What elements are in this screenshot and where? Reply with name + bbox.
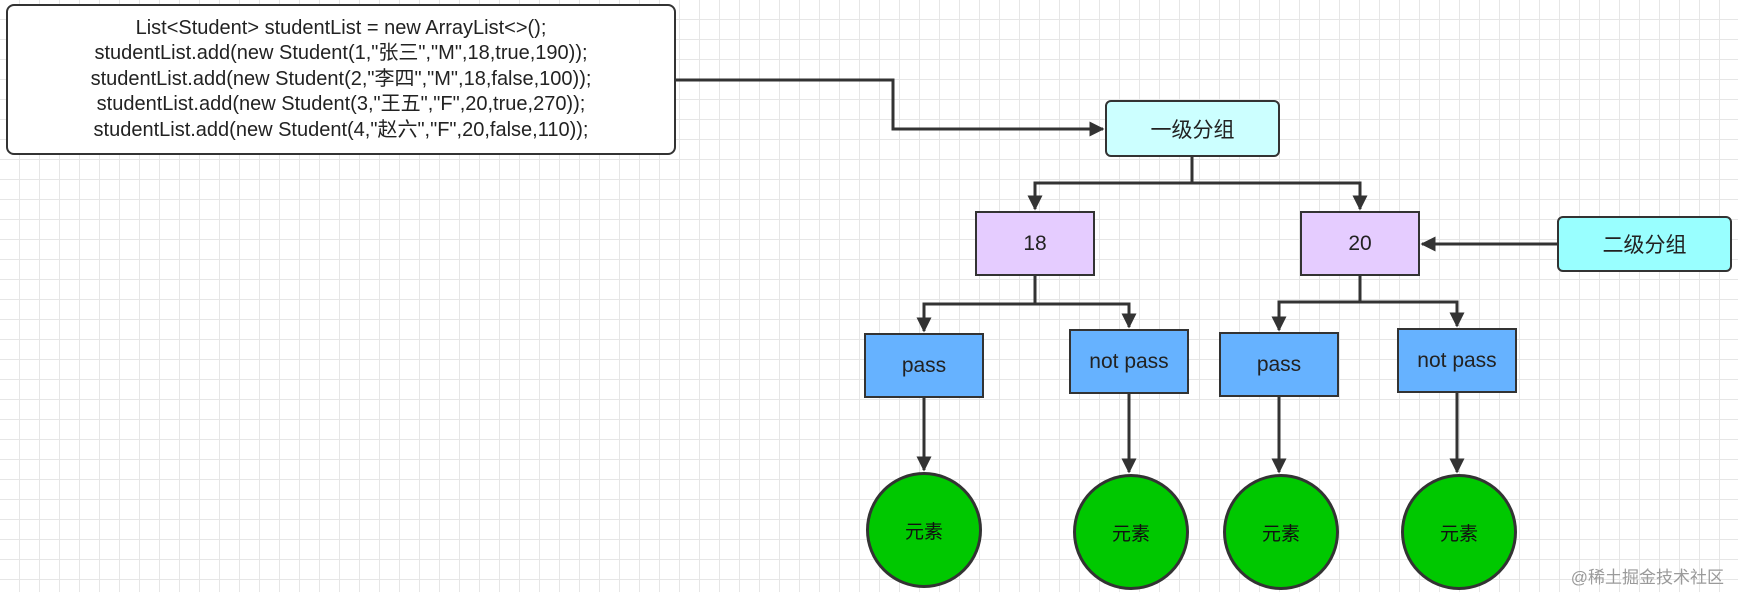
edge-20-to-notpass [1360,300,1465,328]
not-pass-node: not pass [1069,329,1189,394]
watermark: @稀土掘金技术社区 [1570,568,1724,587]
edge-level1-to-18 [1027,157,1194,211]
age-node-20: 20 [1300,211,1420,276]
edge-code-to-level1 [676,78,1105,137]
element-circle: 元素 [1073,474,1189,590]
code-line: studentList.add(new Student(3,"王五","F",2… [96,93,586,116]
code-line: studentList.add(new Student(4,"赵六","F",2… [93,118,589,141]
pass-node: pass [864,333,984,398]
edge-18-to-pass [916,276,1037,333]
code-line: studentList.add(new Student(2,"李四","M",1… [90,67,592,90]
level2-group-node: 二级分组 [1557,216,1732,272]
element-circle: 元素 [866,472,982,588]
edge-18-to-notpass [1035,302,1137,329]
code-line: List<Student> studentList = new ArrayLis… [135,16,547,39]
edge-20-to-pass [1271,276,1362,332]
code-snippet-box: List<Student> studentList = new ArrayLis… [6,4,676,155]
element-circle: 元素 [1401,474,1517,590]
edge-level1-to-20 [1192,181,1368,211]
element-circle: 元素 [1223,474,1339,590]
not-pass-node: not pass [1397,328,1517,393]
age-node-18: 18 [975,211,1095,276]
code-line: studentList.add(new Student(1,"张三","M",1… [94,42,588,65]
level1-group-node: 一级分组 [1105,100,1280,157]
pass-node: pass [1219,332,1339,397]
